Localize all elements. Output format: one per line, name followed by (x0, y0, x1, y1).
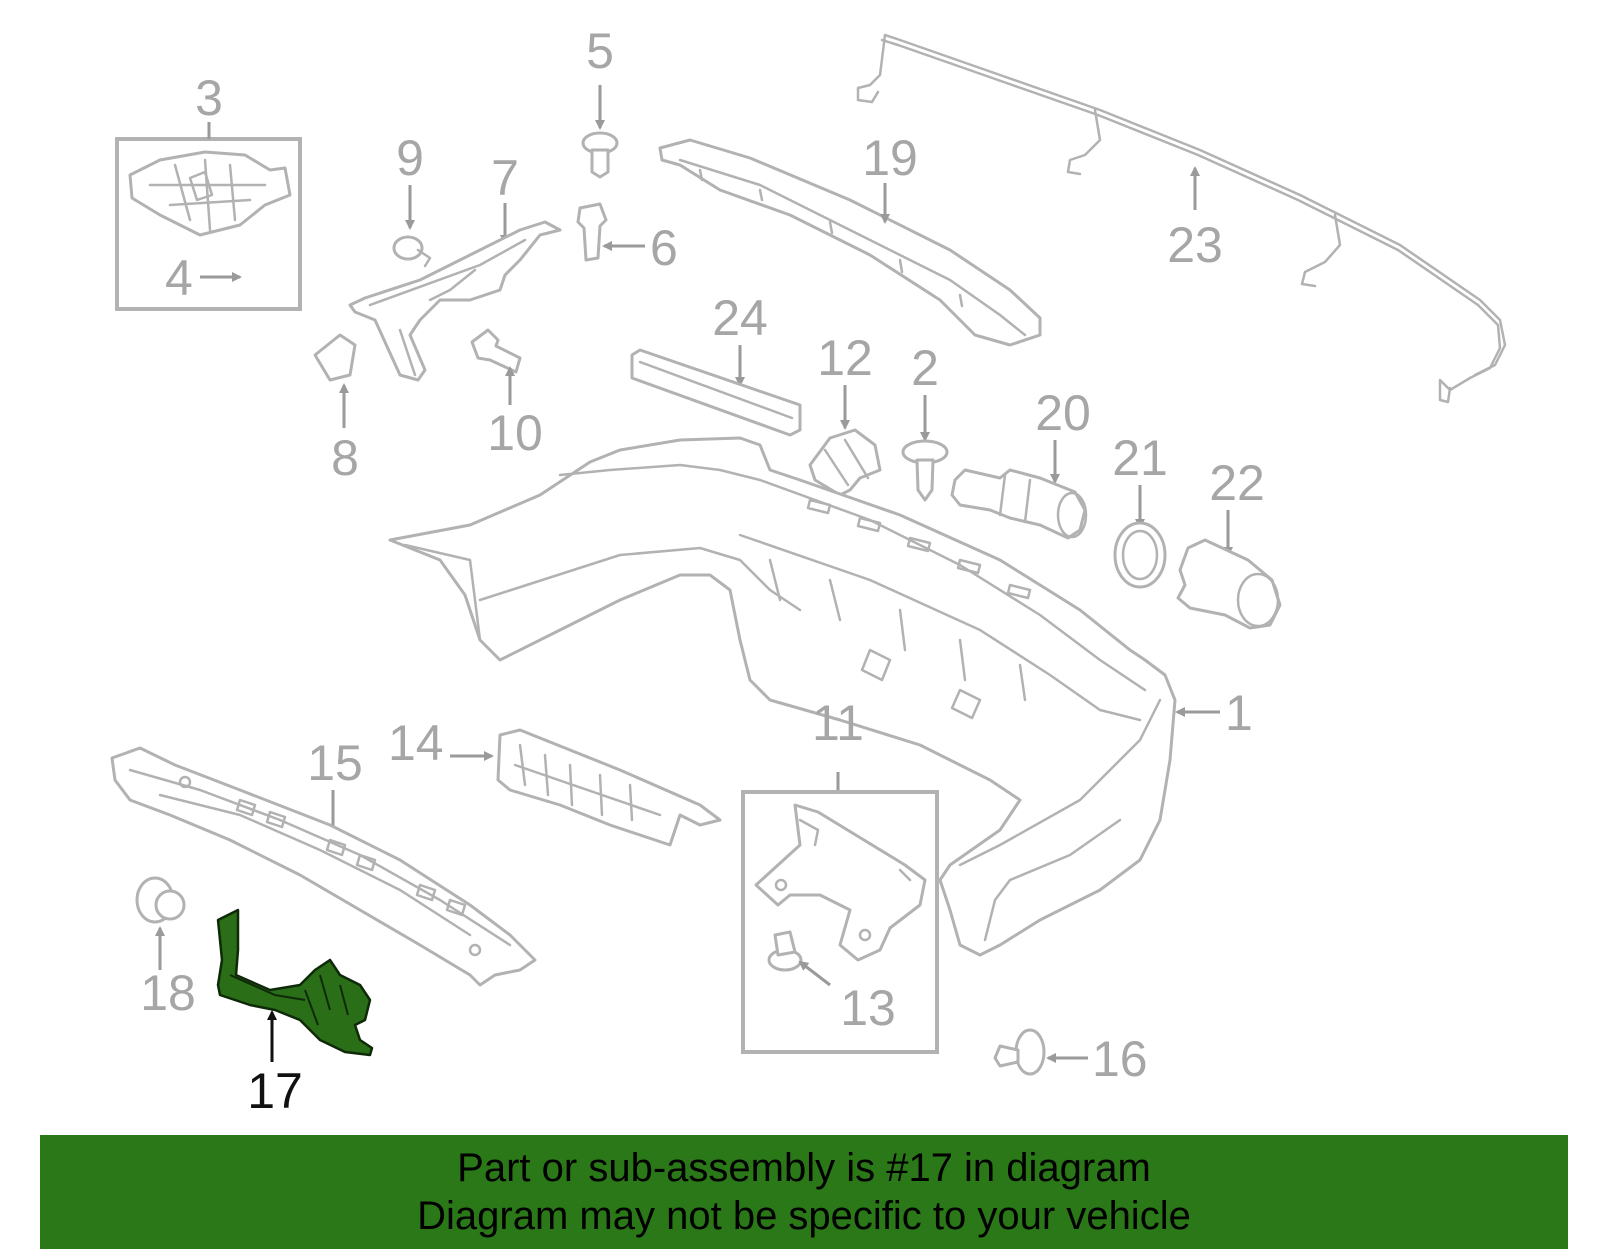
callout-22: 22 (1209, 455, 1265, 511)
callout-15: 15 (307, 735, 363, 791)
callout-3: 3 (195, 70, 223, 126)
callout-19: 19 (862, 130, 918, 186)
part-7-group: 7 (313, 150, 562, 382)
callout-1: 1 (1225, 685, 1253, 741)
callout-7: 7 (491, 150, 519, 206)
part-14-bracket[interactable] (496, 728, 722, 847)
callout-21: 21 (1112, 430, 1168, 486)
part-9-clip[interactable] (392, 235, 424, 261)
info-banner: Part or sub-assembly is #17 in diagram D… (40, 1135, 1568, 1249)
part-10-group: 10 (470, 328, 543, 461)
part-15-group: 15 (110, 735, 537, 987)
part-20-sensor[interactable] (950, 468, 1087, 540)
part-14-group: 14 (388, 715, 722, 847)
part-8-group: 8 (331, 383, 359, 486)
part-5-group: 5 (581, 23, 619, 179)
callout-9: 9 (396, 130, 424, 186)
part-16-group: 16 (993, 1028, 1148, 1087)
callout-11: 11 (812, 695, 864, 751)
part-24-group: 24 (630, 290, 802, 437)
part-15-reinforcement[interactable] (110, 746, 537, 987)
part-1-group: 1 (388, 436, 1253, 957)
part-11-group: 11 13 (741, 695, 939, 1054)
part-12-group: 12 (808, 330, 882, 497)
part-11-box (741, 790, 939, 1054)
part-23-harness[interactable] (883, 33, 1507, 377)
part-19-beam[interactable] (658, 138, 1042, 347)
banner-line-disclaimer: Diagram may not be specific to your vehi… (417, 1194, 1191, 1238)
part-22-group: 22 (1176, 455, 1282, 630)
callout-20: 20 (1035, 385, 1091, 441)
part-11-bracket[interactable] (754, 803, 927, 962)
part-23-group: 23 (856, 33, 1507, 404)
part-22-housing[interactable] (1176, 538, 1282, 630)
callout-5: 5 (586, 23, 614, 79)
callout-23: 23 (1167, 217, 1223, 273)
part-9-group: 9 (392, 130, 432, 268)
part-3-group: 3 4 (115, 70, 302, 311)
callout-10: 10 (487, 405, 543, 461)
callout-2: 2 (911, 340, 939, 396)
part-2-group: 2 (901, 340, 949, 502)
part-10-bolt[interactable] (470, 328, 522, 374)
callout-13: 13 (840, 980, 896, 1036)
part-6-group: 6 (576, 202, 678, 276)
part-3-bracket[interactable] (128, 150, 292, 237)
banner-line-part: Part or sub-assembly is #17 in diagram (457, 1146, 1151, 1190)
part-24-strip[interactable] (630, 348, 802, 437)
part-18-group: 18 (135, 876, 196, 1021)
callout-24: 24 (712, 290, 768, 346)
callout-12: 12 (817, 330, 873, 386)
callout-8: 8 (331, 430, 359, 486)
callout-18: 18 (140, 965, 196, 1021)
callout-4: 4 (165, 250, 193, 306)
callout-14: 14 (388, 715, 444, 771)
part-19-group: 19 (658, 130, 1042, 347)
part-16-clip[interactable] (1014, 1028, 1046, 1076)
part-17-group: 17 (216, 908, 374, 1119)
callout-17: 17 (247, 1063, 303, 1119)
callout-16: 16 (1092, 1031, 1148, 1087)
part-20-group: 20 (950, 385, 1091, 540)
part-17-bracket[interactable] (216, 908, 374, 1057)
part-6-bolt[interactable] (576, 202, 608, 262)
part-21-group: 21 (1112, 430, 1168, 589)
callout-6: 6 (650, 220, 678, 276)
part-12-bracket[interactable] (808, 428, 882, 497)
